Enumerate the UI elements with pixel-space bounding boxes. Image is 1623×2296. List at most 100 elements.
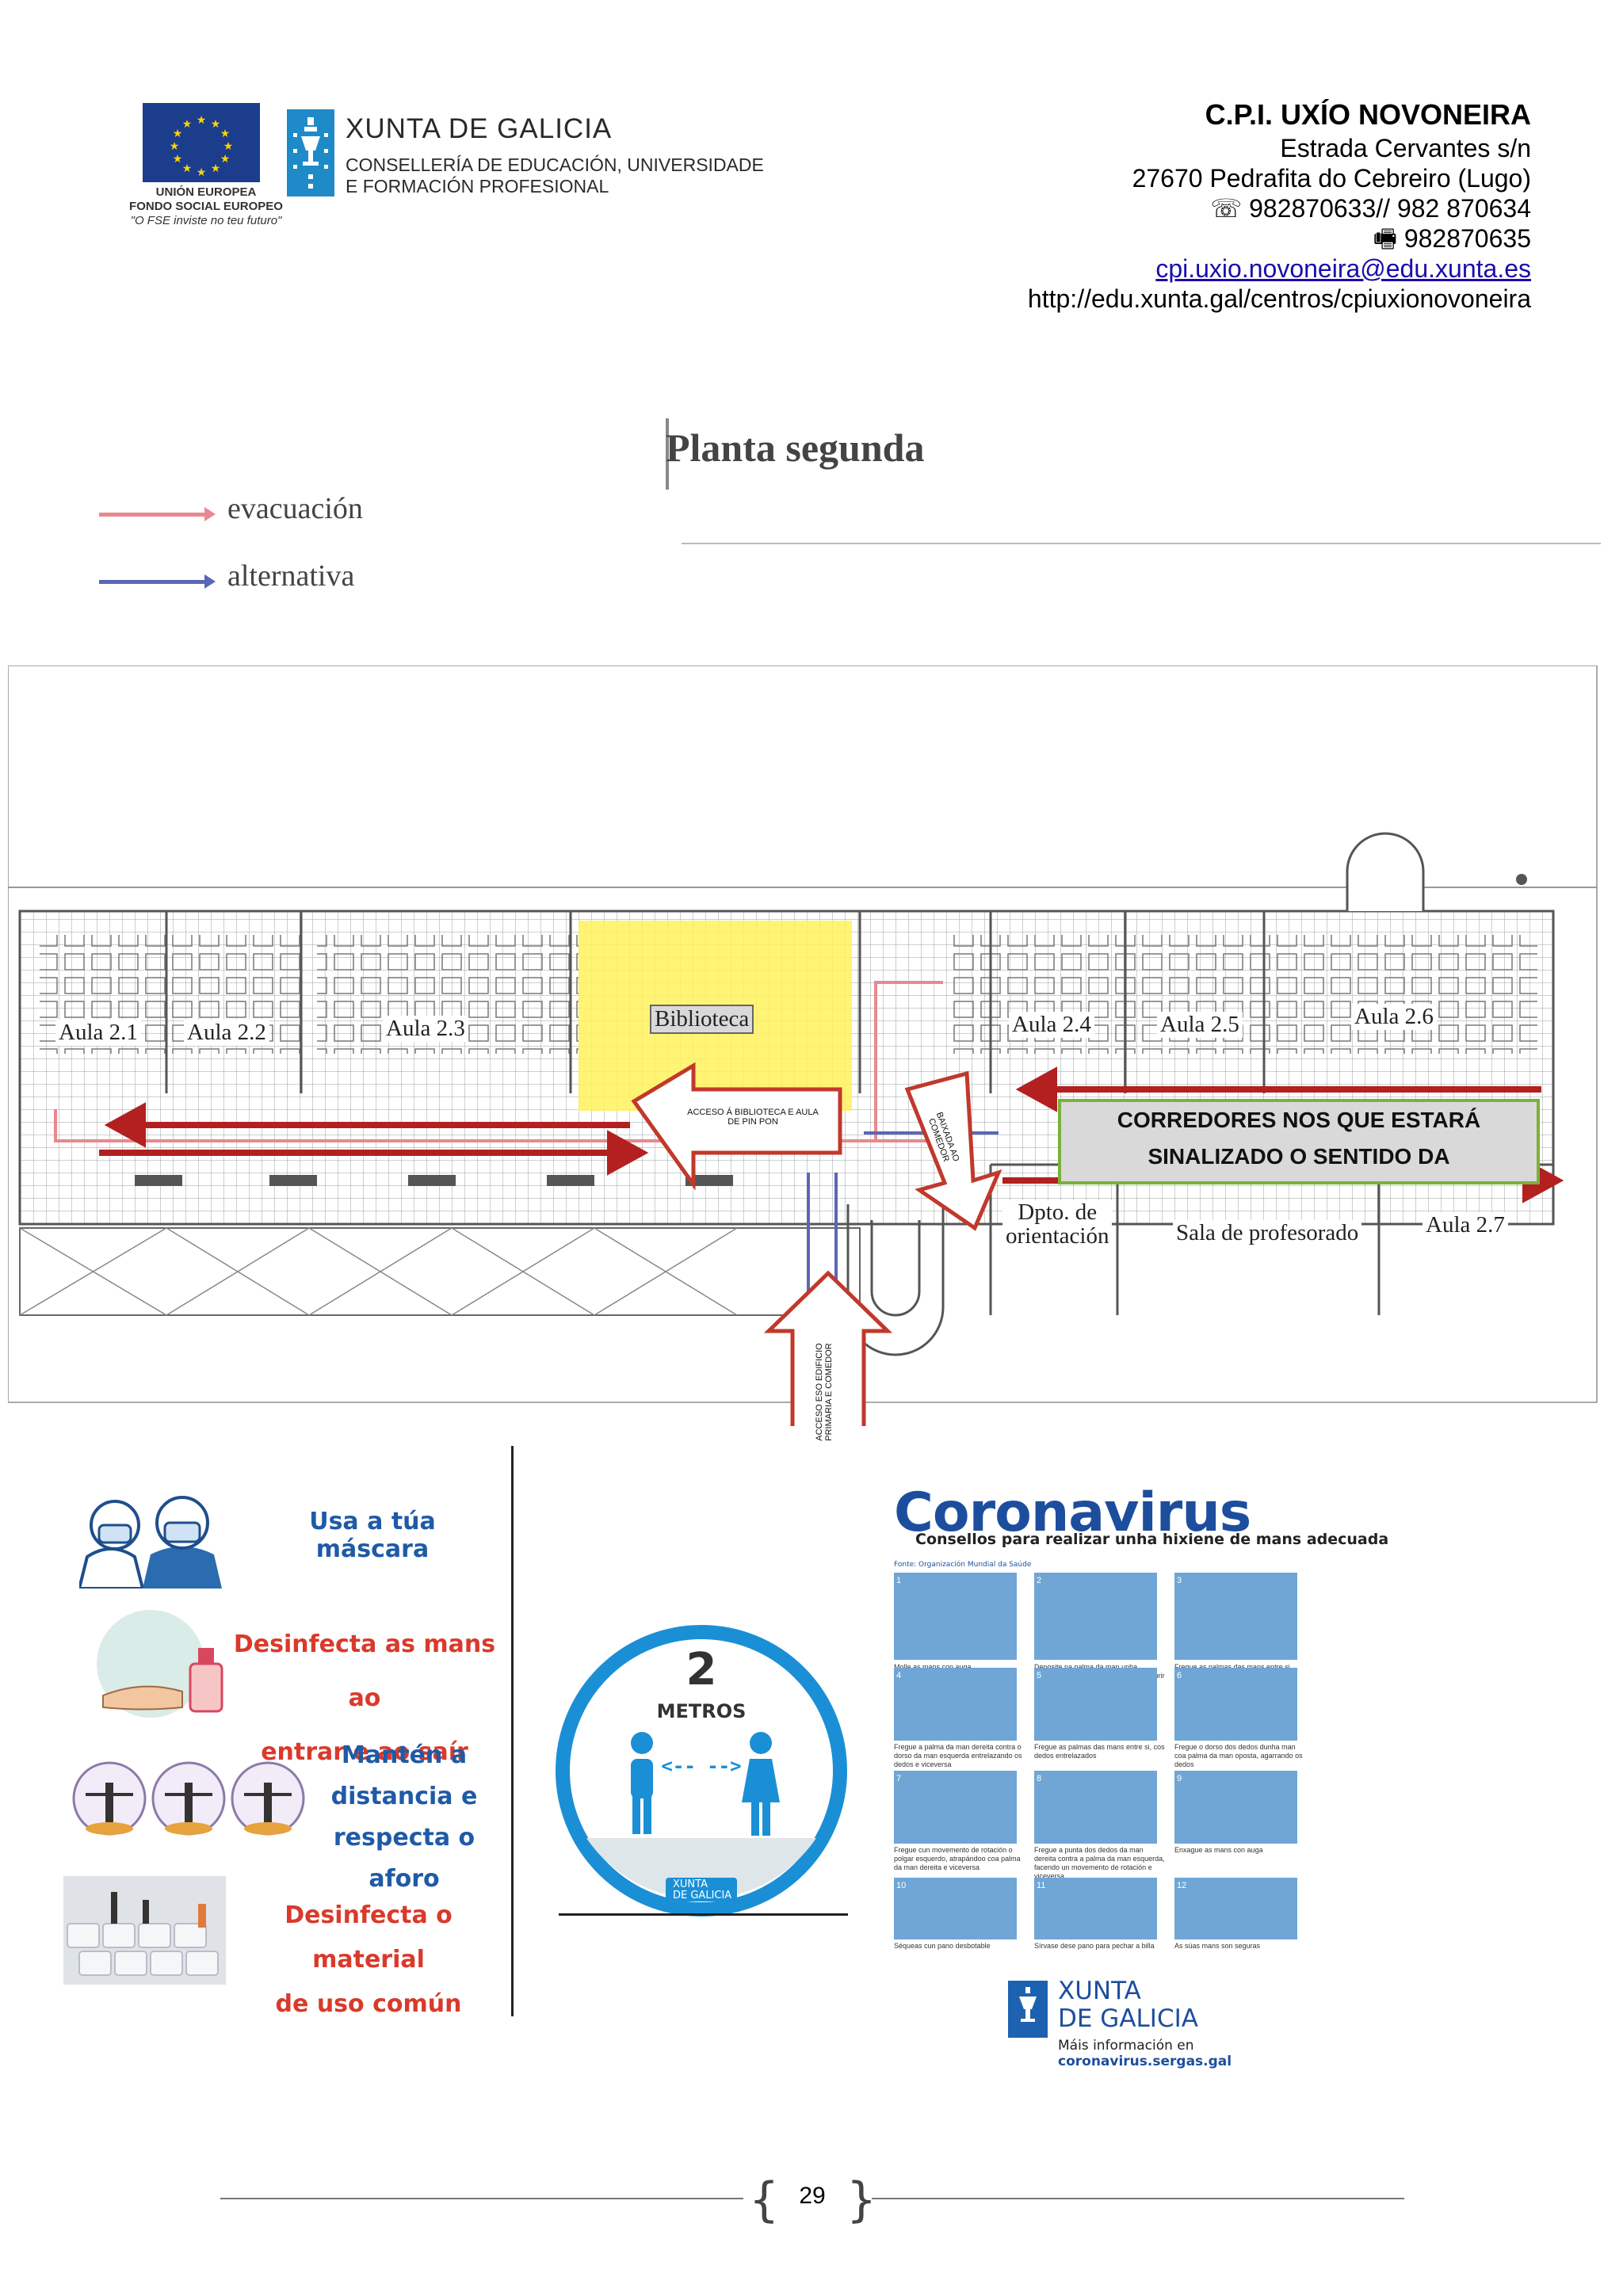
step-10-caption: Séqueas cun pano desbotable	[894, 1942, 991, 1950]
tip-material-line1: Desinfecta o material	[285, 1901, 453, 1974]
callout-acceso-eso: ACCESO ESO EDIFICIO PRIMARIA E COMEDOR	[815, 1329, 834, 1455]
step-6-number: 6	[1177, 1671, 1182, 1680]
step-1-caption: Molle as mans con auga	[894, 1663, 972, 1671]
banner-line2: SINALIZADO O SENTIDO DA	[1148, 1144, 1450, 1169]
school-website[interactable]: http://edu.xunta.gal/centros/cpiuxionovo…	[1027, 284, 1531, 313]
room-dpto-orientacion: Dpto. de orientación	[1002, 1199, 1113, 1249]
distance-unit: METROS	[656, 1700, 747, 1722]
legend-evacuation-arrow	[99, 513, 210, 517]
more-info-label: Máis información en	[1058, 2038, 1194, 2054]
eu-caption: UNIÓN EUROPEA FONDO SOCIAL EUROPEO "O FS…	[123, 185, 289, 228]
step-11-caption: Sírvase dese pano para pechar a billa	[1034, 1942, 1155, 1950]
step-6-caption: Fregue o dorso dos dedos dunha man coa p…	[1174, 1743, 1303, 1768]
svg-text:★: ★	[220, 153, 231, 166]
distance-people-icon	[70, 1759, 307, 1838]
step-9-number: 9	[1177, 1774, 1182, 1783]
svg-text:★: ★	[173, 128, 183, 140]
mask-people-icon	[77, 1482, 250, 1590]
room-aula-2-4: Aula 2.4	[1009, 1012, 1094, 1038]
step-7-caption: Fregue cun movemento de rotación o polga…	[894, 1846, 1021, 1871]
keyboard-figures-icon	[63, 1876, 226, 1985]
page-number: 29	[799, 2183, 826, 2209]
svg-text:★: ★	[182, 118, 193, 131]
step-5-caption: Fregue as palmas das mans entre si, cos …	[1034, 1743, 1165, 1760]
tip-disinfect-hands-line1: Desinfecta as mans ao	[233, 1630, 496, 1712]
step-12-caption: As súas mans son seguras	[1174, 1942, 1261, 1950]
dpto-line1: Dpto. de	[1018, 1199, 1098, 1225]
svg-text:★: ★	[197, 166, 207, 179]
xunta-dept-line2: E FORMACIÓN PROFESIONAL	[346, 176, 609, 196]
eu-flag-logo: ★★★ ★★★ ★★★ ★★★	[143, 103, 260, 182]
poster-divider	[511, 1446, 514, 2016]
step-2-number: 2	[1037, 1576, 1042, 1585]
step-11-panel: 11	[1034, 1878, 1157, 1939]
tip-distance-line3: respecta o aforo	[333, 1824, 475, 1893]
svg-text:★: ★	[211, 162, 221, 175]
svg-text:★: ★	[170, 140, 180, 153]
callout-acceso-line1: ACCESO ESO EDIFICIO	[815, 1343, 824, 1441]
step-1-panel: 1	[894, 1573, 1017, 1660]
xunta-shield-logo	[287, 109, 334, 196]
step-9-panel: 9	[1174, 1771, 1297, 1844]
tip-disinfect-hands: Desinfecta as mans ao entrar e ao saír	[230, 1618, 499, 1779]
tip-material-line2: de uso común	[275, 1990, 462, 2018]
title-frame	[682, 412, 1601, 544]
callout-biblioteca-line1: ACCESO Á BIBLIOTECA E AULA	[687, 1108, 819, 1117]
tip-distance-line2: distancia e	[330, 1783, 478, 1810]
school-email-link[interactable]: cpi.uxio.novoneira@edu.xunta.es	[1155, 254, 1531, 283]
distance-brand: XUNTA DE GALICIA	[662, 1879, 752, 1901]
step-12-panel: 12	[1174, 1878, 1297, 1939]
school-fax: 🖷 982870635	[1373, 224, 1531, 253]
svg-text:★: ★	[211, 118, 221, 131]
step-2-panel: 2	[1034, 1573, 1157, 1660]
eu-slogan: "O FSE inviste no teu futuro"	[130, 214, 282, 227]
step-8-number: 8	[1037, 1774, 1042, 1783]
xunta-name: XUNTA DE GALICIA	[346, 113, 613, 144]
dpto-line2: orientación	[1006, 1223, 1109, 1249]
legend-evacuation-label: evacuación	[227, 492, 363, 525]
step-3-panel: 3	[1174, 1573, 1297, 1660]
galicia-chalice-icon-2	[1019, 1987, 1037, 2022]
sergas-link[interactable]: coronavirus.sergas.gal	[1058, 2054, 1232, 2069]
step-4-caption: Fregue a palma da man dereita contra o d…	[894, 1743, 1022, 1768]
school-contact-block: C.P.I. UXÍO NOVONEIRA Estrada Cervantes …	[1028, 97, 1531, 314]
room-aula-2-1: Aula 2.1	[55, 1020, 141, 1046]
tip-distance-line1: Mantén a	[341, 1741, 468, 1769]
footer-brace-right: }	[846, 2172, 877, 2228]
step-10-number: 10	[896, 1881, 907, 1890]
footer-line-left	[220, 2198, 743, 2199]
title-rule	[666, 418, 669, 490]
svg-text:★: ★	[182, 162, 193, 175]
school-address1: Estrada Cervantes s/n	[1280, 134, 1531, 162]
step-4-panel: 4	[894, 1668, 1017, 1741]
corridor-direction-banner: CORREDORES NOS QUE ESTARÁ SINALIZADO O S…	[1058, 1099, 1540, 1184]
coronavirus-subtitle: Consellos para realizar unha hixiene de …	[915, 1531, 1389, 1548]
distance-number: 2	[685, 1644, 717, 1695]
step-8-caption: Fregue a punta dos dedos da man dereita …	[1034, 1846, 1165, 1880]
step-7-panel: 7	[894, 1771, 1017, 1844]
eu-stars-icon: ★★★ ★★★ ★★★ ★★★	[170, 114, 234, 179]
sanitizer-hands-icon	[95, 1608, 230, 1719]
xunta-brand-bottom-line1: XUNTA	[1058, 1977, 1141, 2005]
footer-line-right	[872, 2198, 1404, 2199]
two-meters-sign	[555, 1624, 848, 1917]
tip-mask: Usa a túa máscara	[309, 1508, 436, 1563]
galicia-chalice-icon	[293, 117, 328, 189]
room-aula-2-5: Aula 2.5	[1157, 1012, 1243, 1038]
step-5-number: 5	[1037, 1671, 1042, 1680]
legend-alternative-arrowhead	[204, 574, 216, 589]
xunta-dept-line1: CONSELLERÍA DE EDUCACIÓN, UNIVERSIDADE	[346, 154, 764, 175]
xunta-brand-bottom: XUNTA DE GALICIA	[1058, 1978, 1198, 2033]
coronavirus-more-info: Máis información en coronavirus.sergas.g…	[1058, 2038, 1232, 2069]
tip-keep-distance: Mantén a distancia e respecta o aforo	[301, 1735, 507, 1900]
school-phone: ☏ 982870633// 982 870634	[1210, 194, 1531, 223]
xunta-shield-logo-2	[1008, 1981, 1048, 2038]
step-3-caption: Fregue as palmas das mans entre si	[1174, 1663, 1290, 1671]
room-aula-2-7: Aula 2.7	[1423, 1212, 1508, 1238]
step-3-number: 3	[1177, 1576, 1182, 1585]
room-aula-2-2: Aula 2.2	[184, 1020, 269, 1046]
step-8-panel: 8	[1034, 1771, 1157, 1844]
xunta-department: CONSELLERÍA DE EDUCACIÓN, UNIVERSIDADE E…	[346, 154, 764, 197]
tip-disinfect-material: Desinfecta o material de uso común	[230, 1894, 507, 2027]
handwash-steps-grid: 1 Molle as mans con auga 2 Deposite na p…	[894, 1573, 1306, 1953]
